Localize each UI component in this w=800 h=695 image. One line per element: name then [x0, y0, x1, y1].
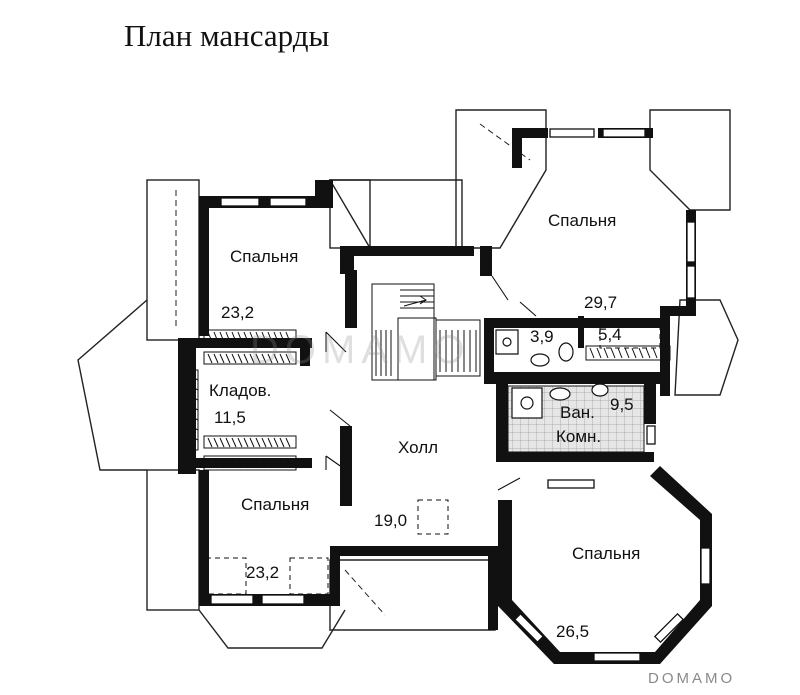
- doors: [325, 275, 537, 491]
- bathroom-label-line2: Комн.: [556, 427, 602, 446]
- plan-title: План мансарды: [124, 18, 330, 53]
- bathroom-label-line1: Ван.: [560, 403, 595, 422]
- closet-racks: [189, 329, 671, 471]
- hall-label: Холл: [398, 438, 439, 457]
- bedroom-bottom-left-label: Спальня: [241, 495, 310, 514]
- watermark-corner: DOMAMO: [648, 670, 736, 687]
- interior-walls: [178, 270, 668, 506]
- watermark-center: DOMAMO: [250, 328, 471, 372]
- storage-label: Кладов.: [209, 381, 272, 400]
- bedroom-top-left-area: 23,2: [221, 303, 255, 322]
- windows: [210, 128, 711, 662]
- bedroom-top-right-label: Спальня: [548, 211, 617, 230]
- closet-area: 5,4: [598, 325, 622, 344]
- bedroom-top-right-area: 29,7: [584, 293, 618, 312]
- hall-area: 19,0: [374, 511, 408, 530]
- dashed-lines: [205, 321, 668, 595]
- bedroom-bottom-left-area: 23,2: [246, 563, 280, 582]
- staircase: [371, 283, 481, 381]
- bathroom-area: 9,5: [610, 395, 634, 414]
- fixtures: [495, 329, 609, 419]
- bedroom-bottom-right-area: 26,5: [556, 622, 590, 641]
- wc-area: 3,9: [530, 327, 554, 346]
- bedroom-bottom-right-label: Спальня: [572, 544, 641, 563]
- bedroom-top-left-label: Спальня: [230, 247, 299, 266]
- storage-area: 11,5: [214, 408, 246, 427]
